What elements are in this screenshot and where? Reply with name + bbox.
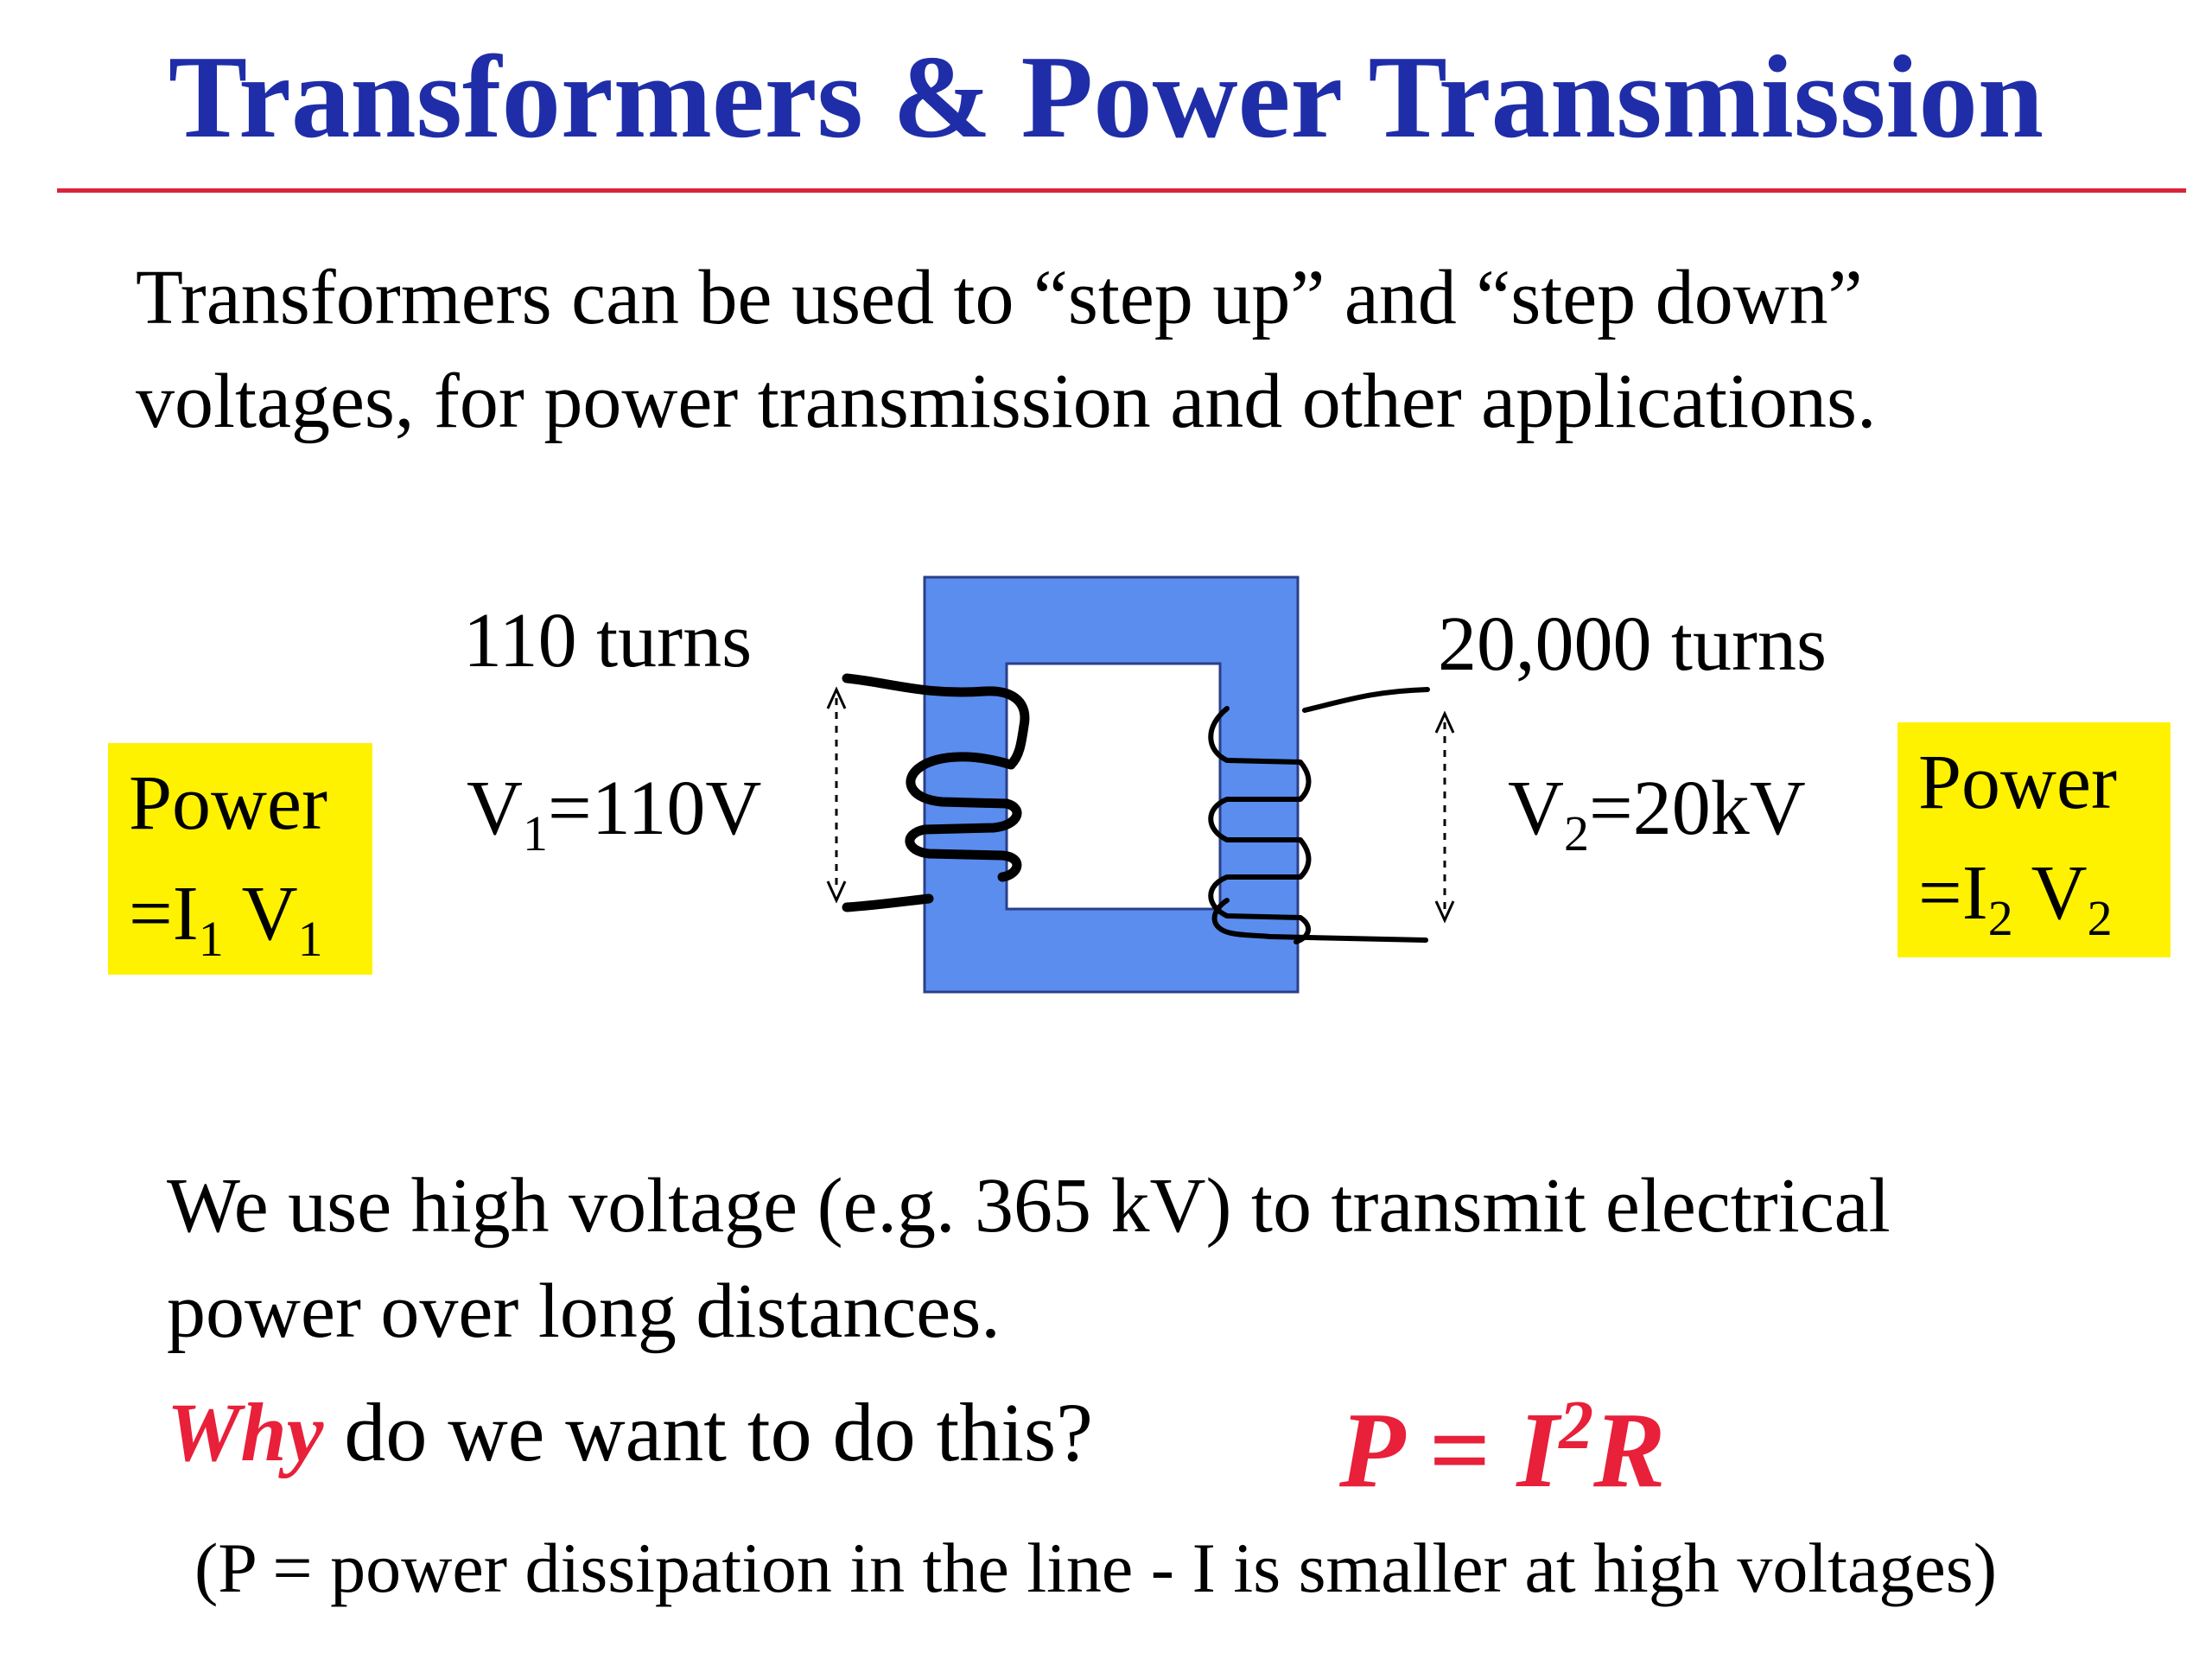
power-left-line-2: =I1 V1	[129, 859, 352, 978]
question-line: Why do we want to do this?	[167, 1381, 1093, 1484]
body-line-2: power over long distances.	[167, 1268, 1001, 1354]
power-right-i-sub: 2	[1987, 889, 2013, 946]
why-word: Why	[167, 1386, 324, 1478]
power-right-i: =I	[1918, 850, 1988, 936]
power-right-v-sub: 2	[2087, 889, 2113, 946]
power-left-line-1: Power	[129, 760, 327, 846]
power-left-v-sub: 1	[297, 910, 323, 967]
primary-coil	[842, 673, 1030, 912]
v1-subscript: 1	[523, 804, 548, 861]
power-right-box: Power =I2 V2	[1897, 722, 2171, 957]
power-left-v: V	[223, 871, 298, 957]
power-left-i-sub: 1	[198, 910, 224, 967]
footnote: (P = power dissipation in the line - I i…	[194, 1529, 1997, 1607]
v2-value: =20kV	[1589, 766, 1806, 851]
power-right-line-2: =I2 V2	[1918, 838, 2150, 957]
power-loss-formula: P = I2R	[1339, 1365, 1665, 1511]
v1-arrow	[826, 686, 847, 904]
power-right-v: V	[2012, 850, 2088, 936]
formula-exponent: 2	[1559, 1388, 1594, 1464]
formula-rhs: R	[1593, 1391, 1666, 1510]
intro-line-2: voltages, for power transmission and oth…	[136, 359, 1877, 444]
v2-arrow	[1434, 710, 1455, 924]
transformer-core	[923, 575, 1300, 994]
intro-line-1: Transformers can be used to “step up” an…	[136, 255, 1863, 340]
v2-subscript: 2	[1564, 804, 1589, 861]
title-divider	[57, 188, 2186, 193]
power-left-i: =I	[129, 871, 199, 957]
body-text: We use high voltage (e.g. 365 kV) to tra…	[167, 1154, 2154, 1364]
secondary-coil	[1208, 687, 1430, 944]
power-left-box: Power =I1 V1	[108, 743, 372, 975]
v1-label: V1=110V	[467, 766, 761, 861]
slide-title: Transformers & Power Transmission	[168, 31, 2044, 162]
primary-turns-label: 110 turns	[463, 598, 753, 683]
secondary-turns-label: 20,000 turns	[1438, 601, 1827, 687]
intro-text: Transformers can be used to “step up” an…	[136, 246, 2192, 454]
body-line-1: We use high voltage (e.g. 365 kV) to tra…	[167, 1163, 1891, 1249]
v2-label: V2=20kV	[1508, 766, 1806, 861]
formula-lhs: P = I	[1339, 1391, 1560, 1510]
v1-value: =110V	[548, 766, 762, 851]
question-rest: do we want to do this?	[323, 1386, 1093, 1478]
v1-symbol: V	[467, 766, 523, 851]
v2-symbol: V	[1508, 766, 1564, 851]
power-right-line-1: Power	[1918, 740, 2117, 825]
